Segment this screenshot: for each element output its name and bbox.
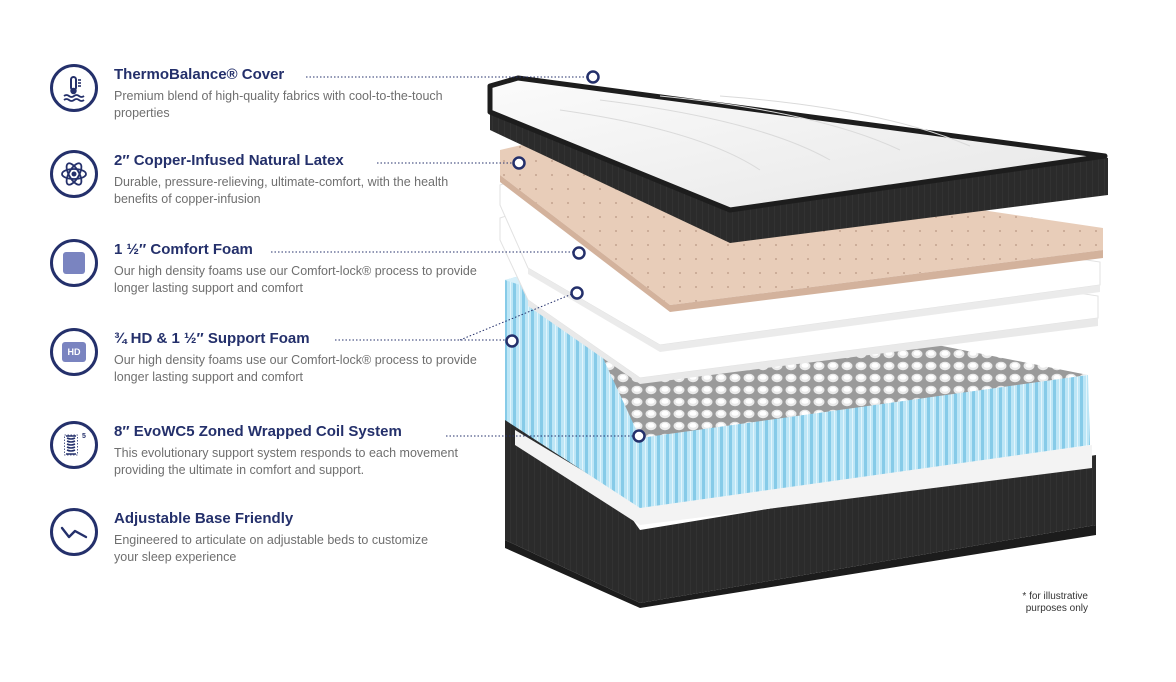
adjustable-base-icon bbox=[50, 508, 98, 556]
feature-description: Our high density foams use our Comfort-l… bbox=[114, 264, 477, 295]
feature-title: 1 ½″ Comfort Foam bbox=[114, 241, 253, 258]
thermometer-water-icon bbox=[50, 64, 98, 112]
callout-marker-latex bbox=[512, 156, 526, 170]
callout-marker-support-foam bbox=[505, 334, 519, 348]
hd-badge: HD bbox=[62, 342, 86, 362]
callout-marker-support-foam-upper bbox=[570, 286, 584, 300]
mattress-base bbox=[505, 340, 1096, 608]
coil-zone-number: 5 bbox=[82, 433, 86, 440]
leader-line-support-foam-2 bbox=[459, 293, 573, 341]
feature-description: Durable, pressure-relieving, ultimate-co… bbox=[114, 175, 449, 206]
feature-description: Premium blend of high-quality fabrics wi… bbox=[114, 89, 443, 120]
cover-layer bbox=[487, 75, 1108, 243]
foam-square-icon bbox=[50, 239, 98, 287]
callout-marker-cover bbox=[586, 70, 600, 84]
feature-description: Engineered to articulate on adjustable b… bbox=[114, 533, 429, 564]
feature-title: Adjustable Base Friendly bbox=[114, 510, 294, 527]
feature-description: This evolutionary support system respond… bbox=[114, 446, 458, 477]
feature-title: ¾ HD & 1 ½″ Support Foam bbox=[114, 330, 310, 347]
foam-square-shape bbox=[63, 252, 85, 274]
feature-title: 8″ EvoWC5 Zoned Wrapped Coil System bbox=[114, 423, 402, 440]
coil-spring-icon: 5 bbox=[50, 421, 98, 469]
illustrative-footnote: * for illustrative purposes only bbox=[1022, 591, 1088, 614]
feature-title: 2″ Copper-Infused Natural Latex bbox=[114, 152, 344, 169]
callout-marker-comfort-foam bbox=[572, 246, 586, 260]
atom-icon bbox=[50, 150, 98, 198]
callout-marker-coils bbox=[632, 429, 646, 443]
feature-title: ThermoBalance® Cover bbox=[114, 66, 285, 83]
hd-foam-icon: HD bbox=[50, 328, 98, 376]
feature-description: Our high density foams use our Comfort-l… bbox=[114, 353, 477, 384]
leader-lines bbox=[271, 76, 634, 437]
